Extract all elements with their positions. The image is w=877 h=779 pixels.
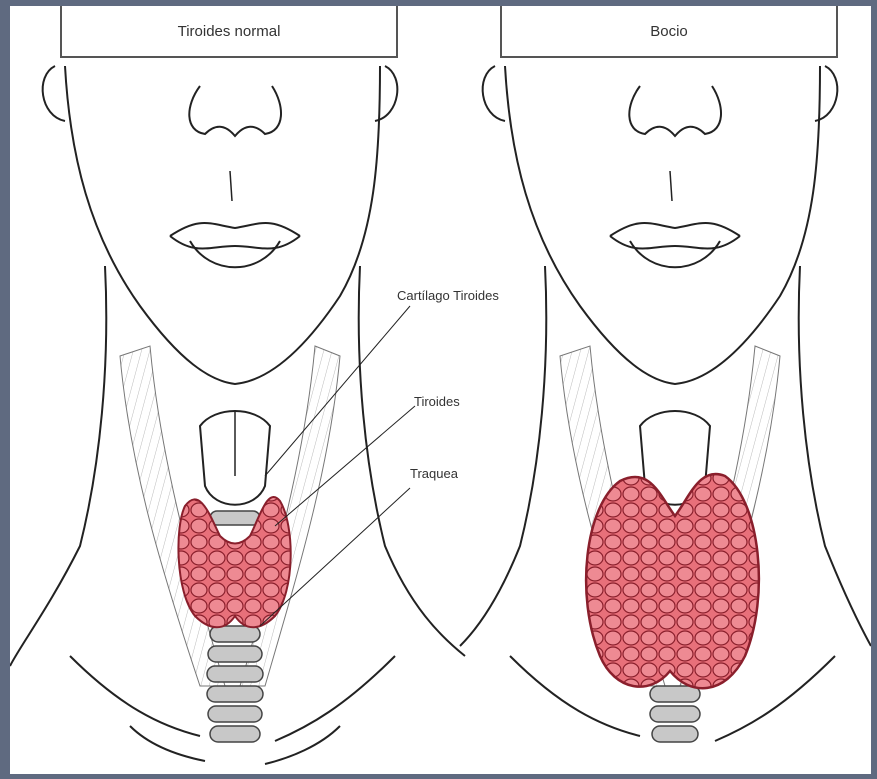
trachea-rings-goiter [650, 686, 700, 742]
illustration-canvas: Tiroides normal Bocio Cartílago Tiroides… [10, 6, 871, 774]
normal-panel-title: Tiroides normal [60, 6, 398, 58]
goiter-thyroid-gland [586, 474, 759, 688]
trachea-label: Traquea [410, 466, 458, 481]
cartilage-label: Cartílago Tiroides [397, 288, 499, 303]
goiter-panel-title: Bocio [500, 6, 838, 58]
anatomy-drawing [10, 6, 871, 774]
thyroid-label: Tiroides [414, 394, 460, 409]
